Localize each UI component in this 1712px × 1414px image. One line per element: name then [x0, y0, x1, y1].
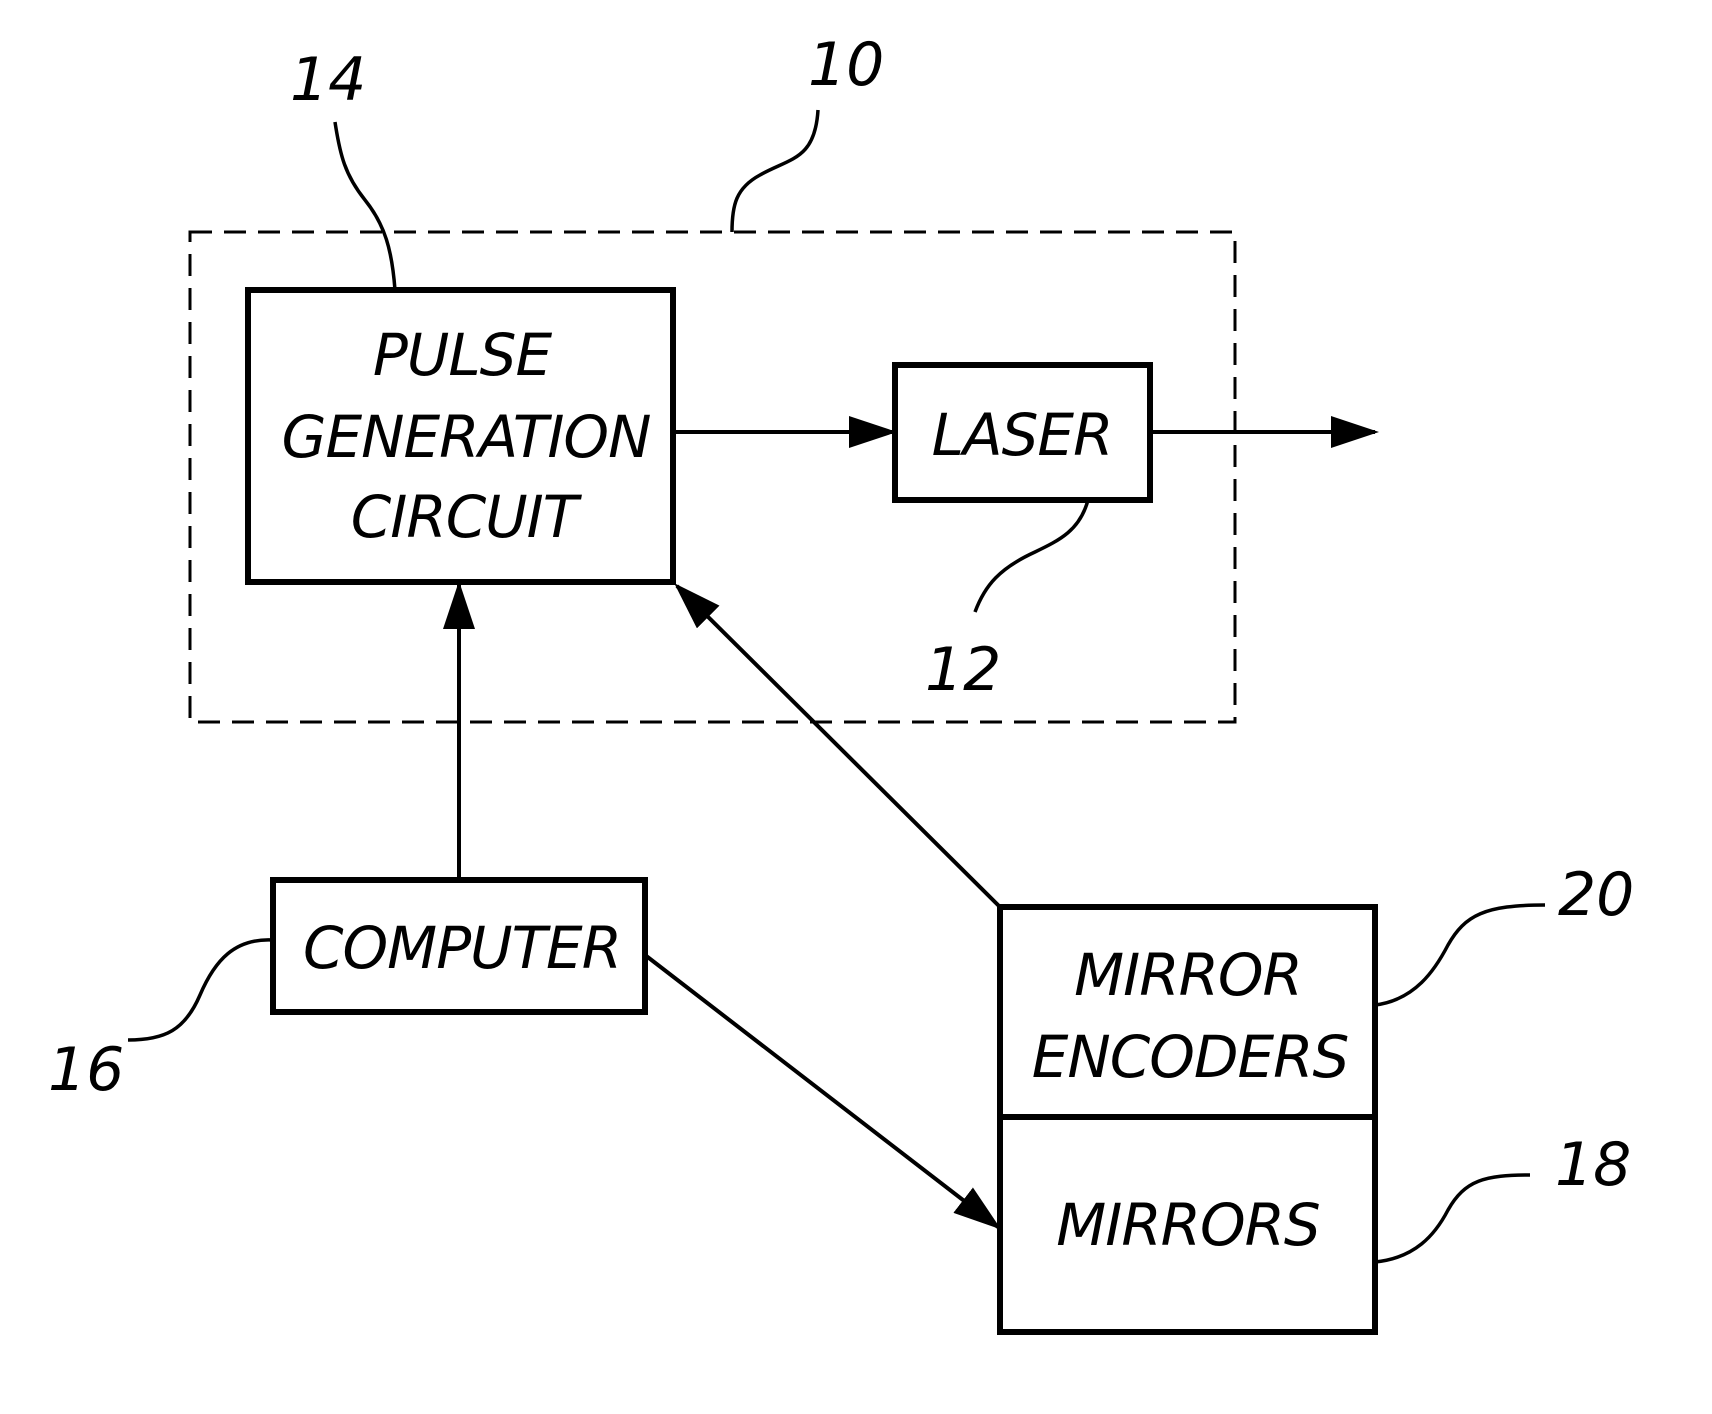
leader-10 [732, 110, 818, 232]
ref-10-label: 10 [808, 30, 884, 100]
pulse-generation-circuit-block: PULSE GENERATION CIRCUIT [248, 290, 673, 582]
leader-20 [1375, 905, 1545, 1005]
leader-16 [128, 940, 273, 1040]
mirror-encoders-line-1: MIRROR [1074, 941, 1302, 1009]
mirrors-block: MIRRORS [1000, 1117, 1375, 1332]
pulse-line-2: GENERATION [282, 403, 651, 471]
laser-block: LASER [895, 365, 1150, 500]
pulse-line-3: CIRCUIT [351, 483, 583, 551]
pulse-line-1: PULSE [373, 321, 553, 389]
leader-14 [335, 122, 395, 290]
ref-14-label: 14 [290, 45, 366, 115]
leader-18 [1375, 1175, 1530, 1262]
leader-12 [975, 500, 1088, 612]
mirror-encoders-line-2: ENCODERS [1032, 1023, 1349, 1091]
ref-16-label: 16 [48, 1035, 124, 1105]
laser-label: LASER [932, 401, 1113, 469]
ref-18-label: 18 [1555, 1130, 1631, 1200]
computer-label: COMPUTER [303, 914, 621, 982]
ref-12-label: 12 [925, 635, 1001, 705]
ref-20-label: 20 [1558, 860, 1634, 930]
computer-block: COMPUTER [273, 880, 645, 1012]
mirror-encoders-block: MIRROR ENCODERS [1000, 907, 1375, 1117]
mirrors-label: MIRRORS [1056, 1191, 1320, 1259]
computer-to-mirrors-arrow [645, 955, 998, 1227]
